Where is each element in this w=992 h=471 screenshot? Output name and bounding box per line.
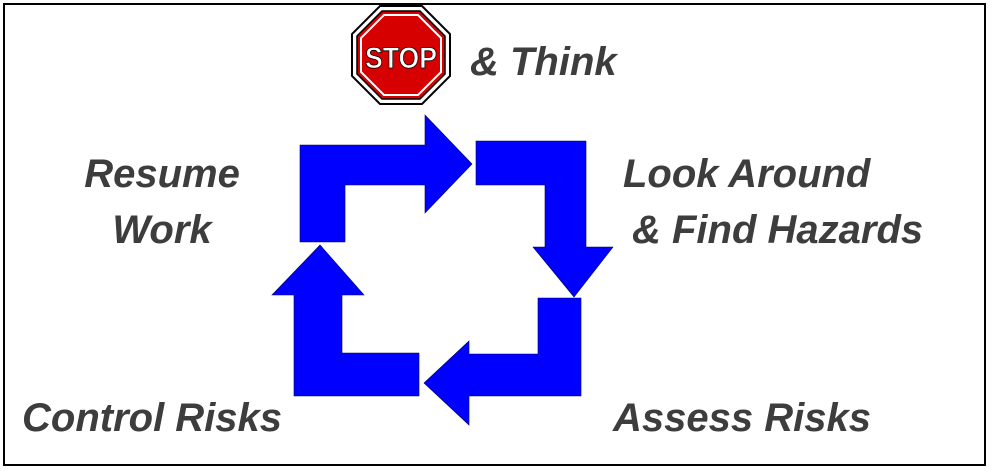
- assess-label: Assess Risks: [613, 396, 871, 440]
- cycle-arrow-icon: [299, 114, 473, 243]
- control-label: Control Risks: [22, 396, 283, 440]
- resume-label-line2: Work: [112, 208, 212, 252]
- stop-sign-icon: STOP: [351, 5, 451, 105]
- cycle-arrow-icon: [271, 244, 420, 397]
- resume-label-line1: Resume: [84, 152, 240, 196]
- look-label-line1: Look Around: [623, 152, 871, 196]
- think-label: & Think: [470, 40, 617, 84]
- cycle-arrow-icon: [475, 140, 614, 298]
- stop-sign-text: STOP: [365, 42, 437, 75]
- cycle-arrow-icon: [423, 297, 582, 426]
- look-label-line2: & Find Hazards: [632, 208, 924, 252]
